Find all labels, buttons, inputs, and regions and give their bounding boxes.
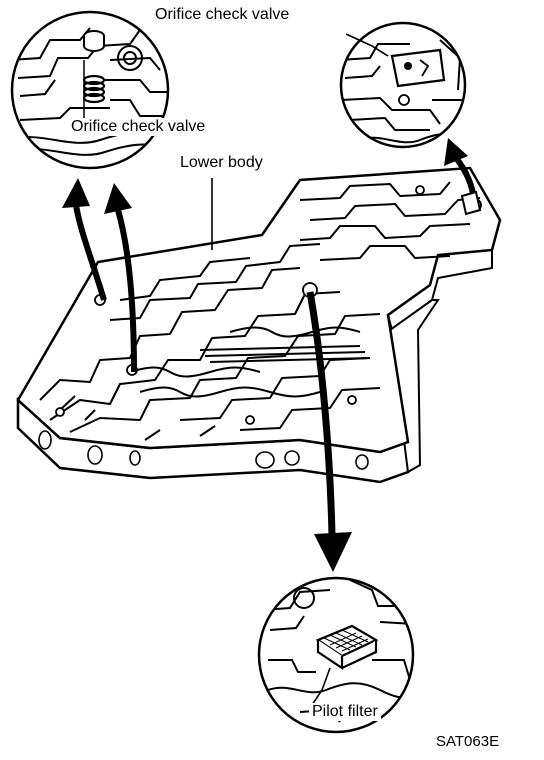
orifice-valve-plate (390, 48, 446, 88)
pilot-filter-leader-line (311, 667, 331, 706)
pilot-filter-mesh (323, 629, 369, 652)
lower-body-valve-plate (16, 166, 502, 484)
valve-plate-rivet (404, 62, 412, 70)
figure-code-label: SAT063E (436, 733, 500, 750)
orifice-right-leader-line (345, 33, 389, 57)
detail-right-passages (341, 39, 465, 144)
fluid-passages (39, 181, 481, 441)
lower-body-label: Lower body (177, 154, 266, 172)
orifice-check-valve-left-label: Orifice check valve (68, 118, 209, 136)
detail-circle-orifice-left (10, 10, 170, 170)
side-port-holes (38, 430, 369, 470)
detail-circle-orifice-right (339, 21, 467, 149)
right-side-face (388, 299, 440, 474)
pilot-filter-label: Pilot filter (309, 703, 381, 721)
arrow-to-left-detail-2 (104, 183, 137, 373)
orifice-check-valve-top-label: Orifice check valve (152, 6, 293, 24)
orifice-check-valve-location (460, 190, 482, 216)
arrow-to-pilot-filter (306, 291, 352, 572)
detail-left-passages (12, 27, 168, 156)
arrow-to-left-detail-1 (62, 178, 107, 301)
